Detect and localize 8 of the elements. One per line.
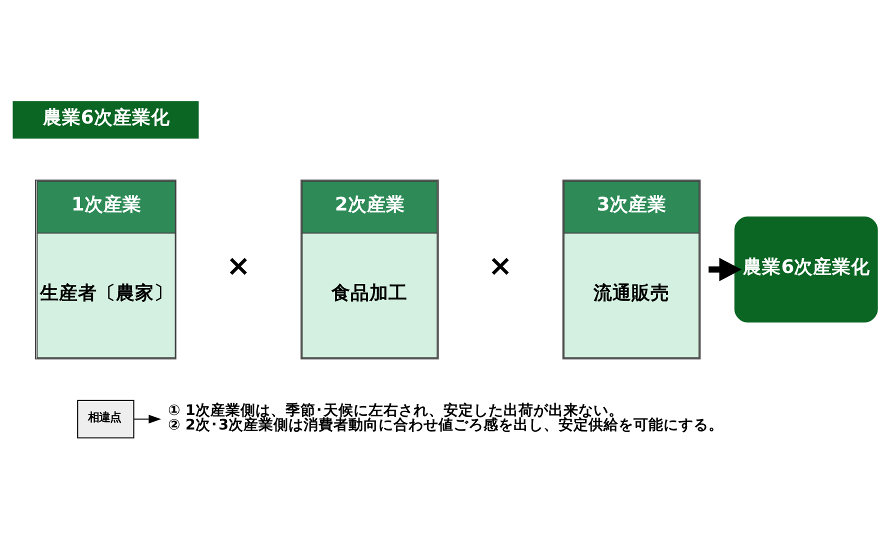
arrow [708,257,742,281]
node-text: ① 1次産業側は、季節･天候に左右され、安定した出荷が出来ない。 ② 2次･3次産業側は消費者動向に合わせ値ごろ感を出し、安定供給を可能にする。 [168,402,724,434]
node-box: 相違点 [77,399,134,438]
label: × [226,248,251,282]
arrow [134,414,162,423]
node-box: 農業6次産業化 [734,216,878,322]
label: × [488,248,512,282]
node-box: 農業6次産業化 [12,100,199,138]
